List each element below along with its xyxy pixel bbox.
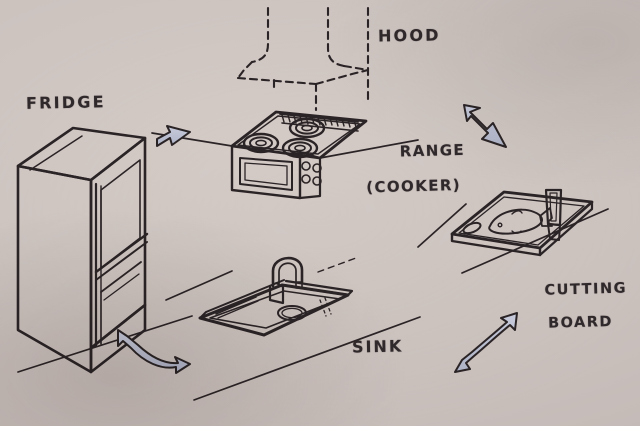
fridge-drawing: [16, 126, 149, 374]
label-range-line2: (COOKER): [365, 175, 462, 197]
hood-drawing: [236, 6, 370, 112]
arrow-range-cutting-board: [463, 104, 507, 148]
cutting-board-drawing: [417, 188, 609, 274]
label-hood: HOOD: [377, 25, 441, 46]
label-cutting-board-line1: CUTTING: [544, 280, 628, 299]
arrow-fridge-sink: [117, 329, 191, 374]
label-cutting-board: CUTTING BOARD: [518, 264, 629, 367]
label-sink: SINK: [351, 336, 404, 357]
label-range-line1: RANGE: [399, 141, 466, 161]
label-range: RANGE (COOKER): [366, 125, 467, 231]
arrow-fridge-range: [156, 125, 191, 147]
arrow-sink-cutting-board: [454, 312, 518, 373]
sink-drawing: [17, 256, 421, 401]
range-drawing: [151, 110, 419, 200]
label-fridge: FRIDGE: [25, 92, 106, 113]
label-cutting-board-line2: BOARD: [547, 313, 614, 332]
